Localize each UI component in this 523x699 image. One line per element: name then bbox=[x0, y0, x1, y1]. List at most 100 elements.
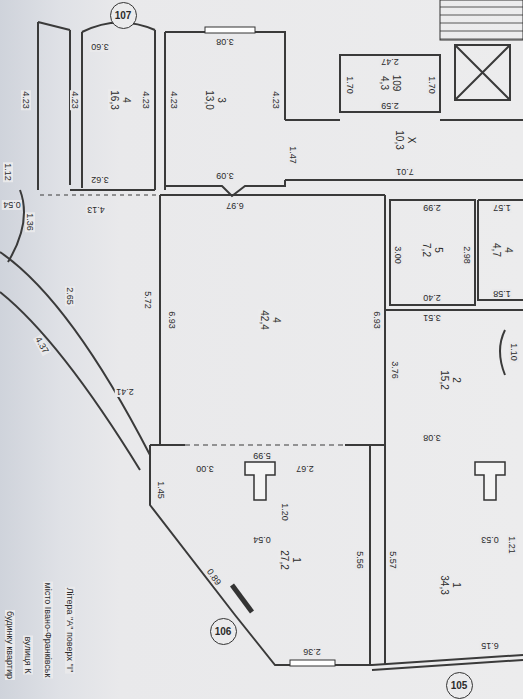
wall bbox=[38, 22, 70, 190]
wall bbox=[0, 190, 150, 470]
wall bbox=[500, 330, 505, 375]
room-number: 4 bbox=[120, 96, 132, 104]
address-note: місто Івано-Франківськ bbox=[43, 582, 53, 679]
room-area: 16,3 bbox=[108, 89, 120, 110]
room-number: 4 bbox=[502, 246, 514, 254]
room-area: 15,2 bbox=[438, 369, 450, 390]
room-area: 42,4 bbox=[258, 309, 270, 330]
room-number: 3 bbox=[215, 96, 227, 104]
dimension: 2.98 bbox=[462, 245, 472, 265]
dimension: 1.70 bbox=[345, 75, 355, 95]
dimension: 3.76 bbox=[390, 360, 400, 380]
wall bbox=[372, 310, 523, 670]
dimension: 1.45 bbox=[156, 480, 166, 500]
elevator bbox=[455, 45, 510, 100]
dimension: 3.00 bbox=[393, 245, 403, 265]
dimension: 7.01 bbox=[395, 167, 415, 177]
dimension: 1.10 bbox=[509, 342, 519, 362]
room-number: 5 bbox=[432, 246, 444, 254]
window bbox=[232, 585, 252, 612]
room-area: 7,2 bbox=[420, 242, 432, 258]
dimension: 3.51 bbox=[422, 313, 442, 323]
dimension: 2.99 bbox=[422, 203, 442, 213]
dimension: 2.59 bbox=[380, 101, 400, 111]
opening-line bbox=[40, 195, 160, 196]
opening-line bbox=[185, 444, 345, 445]
dimension: 0.54 bbox=[2, 200, 22, 210]
callout-circle: 106 bbox=[210, 618, 237, 645]
room-number: 109 bbox=[390, 74, 402, 93]
dimension: 3.08 bbox=[215, 37, 235, 47]
dimension: 3.00 bbox=[195, 464, 215, 474]
dimension: 4.13 bbox=[86, 205, 106, 215]
wall bbox=[285, 120, 523, 180]
dimension: 4.37 bbox=[33, 334, 51, 356]
room-area: 13,0 bbox=[203, 89, 215, 110]
address-note: Літера "А" поверх "І" bbox=[65, 587, 75, 674]
room-area: 10,3 bbox=[393, 129, 405, 150]
room-area: 4,3 bbox=[378, 75, 390, 91]
callout-circle: 105 bbox=[446, 672, 473, 699]
room-label: 215,2 bbox=[438, 369, 462, 390]
dimension: 5.72 bbox=[143, 290, 153, 310]
wall bbox=[165, 32, 285, 196]
dimension: 5.56 bbox=[355, 550, 365, 570]
wall bbox=[70, 22, 155, 190]
dimension: 1.20 bbox=[280, 502, 290, 522]
column bbox=[245, 462, 505, 500]
dimension: 1.58 bbox=[492, 289, 512, 299]
dimension: 3.08 bbox=[422, 433, 442, 443]
dimension: 1.70 bbox=[427, 75, 437, 95]
wall bbox=[340, 55, 440, 112]
dimension: 5.99 bbox=[252, 451, 272, 461]
address-note: вулиця К bbox=[23, 636, 33, 675]
dimension: 6.93 bbox=[167, 310, 177, 330]
room-label: 44,7 bbox=[490, 242, 514, 258]
dimension: 1.12 bbox=[3, 162, 13, 182]
dimension: 4.23 bbox=[169, 90, 179, 110]
dimension: 2.40 bbox=[422, 293, 442, 303]
room-area: 27,2 bbox=[278, 549, 290, 570]
dimension: 4.23 bbox=[70, 90, 80, 110]
room-label: 1094,3 bbox=[378, 74, 402, 93]
window bbox=[290, 660, 335, 666]
room-label: 134,3 bbox=[438, 574, 462, 595]
dimension: 2.47 bbox=[380, 57, 400, 67]
dimension: 2.65 bbox=[65, 286, 75, 306]
dimension: 1.57 bbox=[492, 203, 512, 213]
dimension: 3.09 bbox=[215, 171, 235, 181]
wall bbox=[390, 200, 523, 305]
dimension: 6.93 bbox=[372, 310, 382, 330]
dimension: 1.47 bbox=[288, 145, 298, 165]
room-label: 416,3 bbox=[108, 89, 132, 110]
dimension: 2.36 bbox=[302, 647, 322, 657]
stairs bbox=[440, 0, 523, 40]
dimension: 2.67 bbox=[295, 464, 315, 474]
room-label: 57,2 bbox=[420, 242, 444, 258]
room-area: 4,7 bbox=[490, 242, 502, 258]
dimension: 3.60 bbox=[90, 42, 110, 52]
room-label: X10,3 bbox=[393, 129, 417, 150]
address-note: будинку квартир bbox=[5, 610, 15, 680]
dimension: 4.23 bbox=[271, 90, 281, 110]
dimension: 1.36 bbox=[25, 212, 35, 232]
wall bbox=[150, 195, 385, 665]
room-number: X bbox=[405, 136, 417, 145]
dimension: 0.89 bbox=[204, 566, 223, 588]
dimension: 0.53 bbox=[480, 535, 500, 545]
dimension: 4.23 bbox=[21, 90, 31, 110]
window bbox=[205, 27, 255, 33]
callout-number: 107 bbox=[115, 10, 132, 21]
room-number: 1 bbox=[290, 556, 302, 564]
room-number: 1 bbox=[450, 581, 462, 589]
room-label: 313,0 bbox=[203, 89, 227, 110]
dimension: 5.57 bbox=[388, 550, 398, 570]
room-number: 4 bbox=[270, 316, 282, 324]
room-number: 2 bbox=[450, 376, 462, 384]
dimension: 1.21 bbox=[507, 535, 517, 555]
callout-circle: 107 bbox=[110, 2, 137, 29]
room-area: 34,3 bbox=[438, 574, 450, 595]
dimension: 6.15 bbox=[480, 641, 500, 651]
dimension: 3.62 bbox=[90, 175, 110, 185]
